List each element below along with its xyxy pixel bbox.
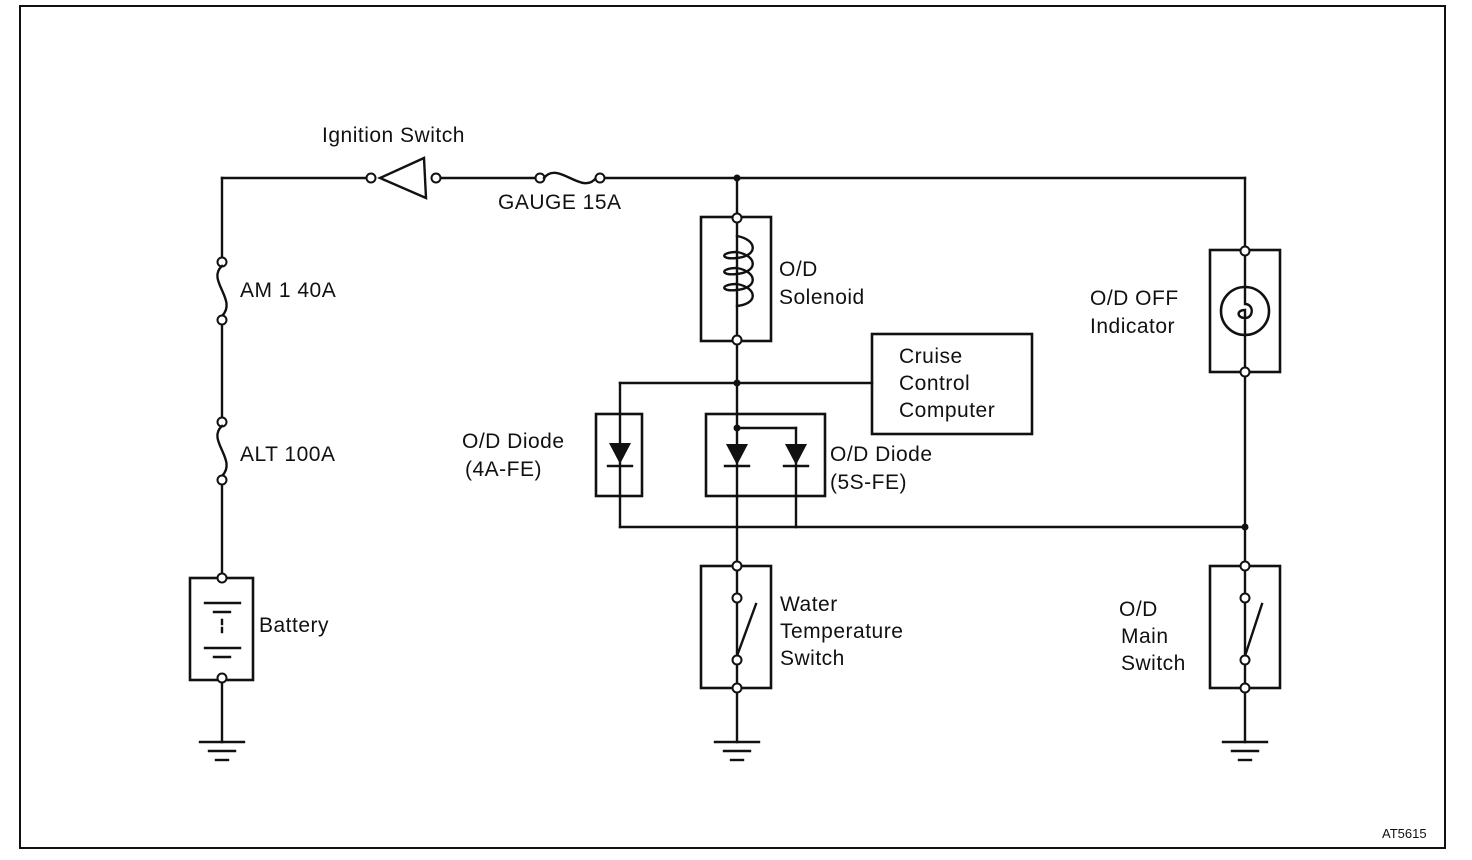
od-solenoid-label-1: O/D	[779, 258, 818, 281]
od-diode-4a-fe-symbol	[594, 412, 644, 498]
ground-symbol-main-switch	[1221, 740, 1269, 762]
od-off-label-1: O/D OFF	[1090, 287, 1179, 310]
ignition-switch-label: Ignition Switch	[322, 124, 465, 147]
alt-fuse	[216, 416, 228, 486]
cruise-label-3: Computer	[899, 399, 995, 422]
diagram-frame	[19, 5, 1446, 849]
od-main-switch-symbol	[1208, 560, 1282, 694]
diode-return-wire	[618, 523, 1249, 531]
od-off-label-2: Indicator	[1090, 315, 1175, 338]
main-switch-label-2: Main	[1121, 625, 1169, 648]
od-solenoid-label-2: Solenoid	[779, 286, 865, 309]
main-switch-label-1: O/D	[1119, 598, 1158, 621]
main-switch-label-3: Switch	[1121, 652, 1186, 675]
water-switch-label-1: Water	[780, 593, 838, 616]
ground-symbol-battery	[198, 740, 246, 762]
battery-label: Battery	[259, 614, 329, 637]
gauge-fuse-label: GAUGE 15A	[498, 191, 622, 214]
am1-fuse-label: AM 1 40A	[240, 279, 336, 302]
od-solenoid-symbol	[699, 212, 773, 346]
gauge-fuse-symbol	[534, 171, 606, 185]
water-switch-label-3: Switch	[780, 647, 845, 670]
cruise-label-1: Cruise	[899, 345, 963, 368]
ground-symbol-water-switch	[713, 740, 761, 762]
diode-5s-label-2: (5S-FE)	[830, 471, 907, 494]
diode-4a-label-2: (4A-FE)	[465, 458, 542, 481]
battery-symbol	[188, 572, 255, 684]
figure-code: AT5615	[1382, 826, 1427, 841]
od-diode-5s-fe-symbol	[704, 412, 827, 529]
ignition-switch-symbol	[365, 156, 442, 200]
water-temperature-switch-symbol	[699, 560, 773, 694]
diode-5s-label-1: O/D Diode	[830, 443, 933, 466]
water-switch-label-2: Temperature	[780, 620, 903, 643]
am1-fuse	[216, 256, 228, 326]
od-off-indicator-symbol	[1208, 245, 1282, 378]
cruise-label-2: Control	[899, 372, 970, 395]
alt-fuse-label: ALT 100A	[240, 443, 335, 466]
diode-4a-label-1: O/D Diode	[462, 430, 565, 453]
